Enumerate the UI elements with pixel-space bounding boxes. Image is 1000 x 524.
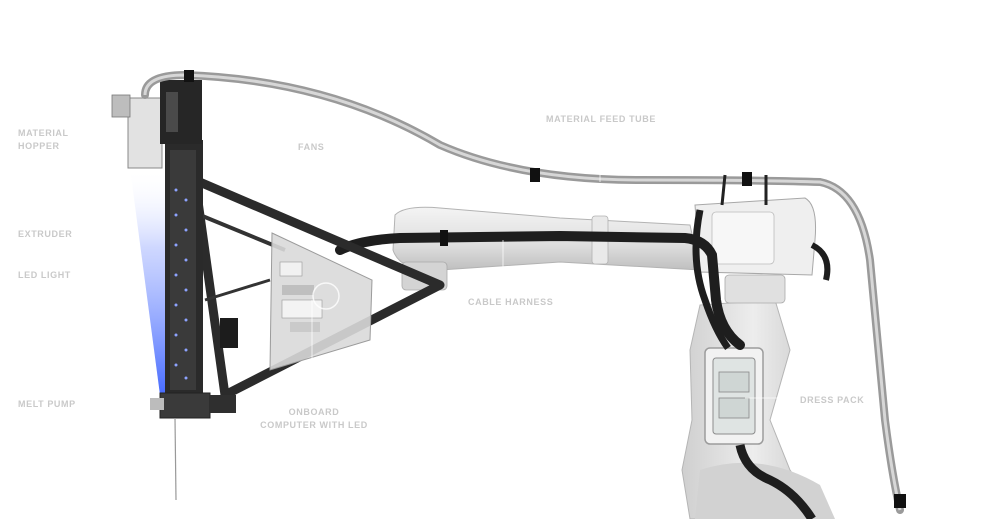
nozzle-filament <box>174 417 177 501</box>
label-melt-pump: MELT PUMP <box>18 399 76 409</box>
extruder-led-dots <box>174 188 188 380</box>
label-cable-harness: CABLE HARNESS <box>468 297 554 307</box>
label-led-light: LED LIGHT <box>18 270 71 280</box>
material-hopper <box>127 97 163 169</box>
label-dress-pack: DRESS PACK <box>800 395 865 405</box>
melt-pump <box>159 392 211 419</box>
label-onboard-computer: ONBOARD COMPUTER WITH LED <box>260 407 368 430</box>
label-fans: FANS <box>298 142 325 152</box>
label-material-hopper: MATERIAL HOPPER <box>18 128 69 151</box>
fan-unit <box>220 318 238 348</box>
label-extruder: EXTRUDER <box>18 229 73 239</box>
material-feed-tube <box>141 70 904 514</box>
robot-base-joint <box>695 462 835 519</box>
label-material-feed-tube: MATERIAL FEED TUBE <box>546 114 656 124</box>
cable-harness <box>335 230 745 350</box>
